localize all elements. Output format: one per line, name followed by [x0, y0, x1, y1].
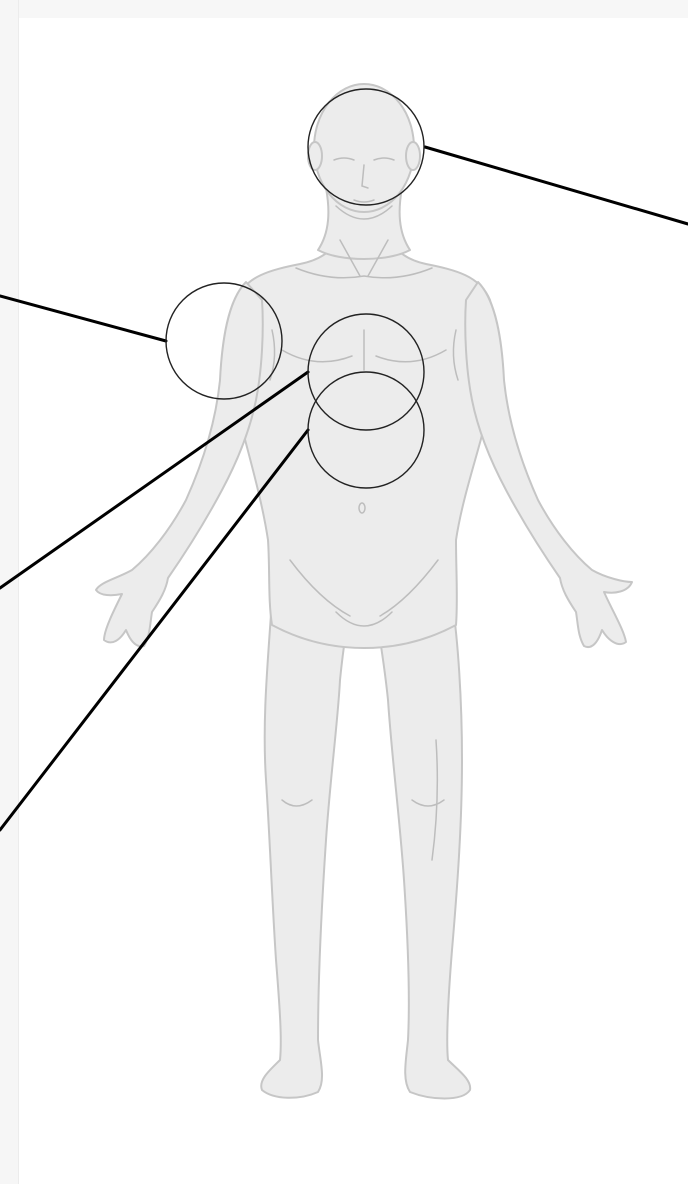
torso	[231, 218, 495, 648]
right-leg	[376, 600, 470, 1099]
left-leg	[261, 600, 350, 1098]
head-leader-line[interactable]	[425, 147, 688, 224]
abdomen-leader-line[interactable]	[0, 430, 308, 830]
left-arm	[96, 282, 263, 646]
shoulder-leader-line[interactable]	[0, 296, 166, 341]
left-ear	[308, 142, 322, 170]
right-ear	[406, 142, 420, 170]
human-body	[96, 84, 632, 1099]
right-arm	[465, 282, 632, 647]
